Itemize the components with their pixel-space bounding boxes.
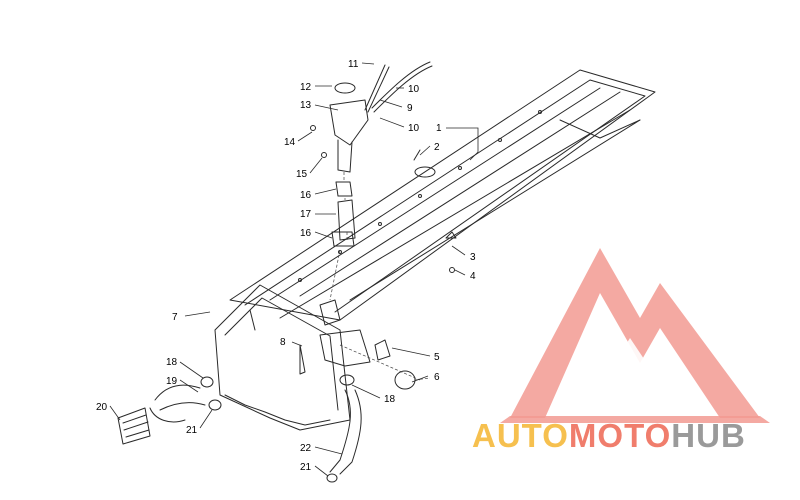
lower-hoses	[117, 374, 362, 483]
filler-neck-assembly	[319, 82, 369, 326]
callout-12: 12	[300, 82, 312, 93]
callout-14: 14	[284, 137, 296, 148]
bracket-parts	[299, 329, 431, 390]
watermark-word-auto: AUTO	[472, 417, 569, 454]
callout-8: 8	[280, 337, 286, 348]
callout-3: 3	[470, 252, 476, 263]
watermark-text: AUTOMOTOHUB	[472, 417, 746, 455]
callout-11: 11	[348, 59, 359, 70]
overflow-hoses	[364, 61, 433, 113]
callout-1: 1	[436, 123, 442, 134]
callout-18: 18	[166, 357, 178, 368]
callout-2: 2	[434, 142, 440, 153]
callout-9: 9	[407, 103, 413, 114]
watermark-word-hub: HUB	[671, 417, 746, 454]
callout-7: 7	[172, 312, 178, 323]
small-hardware	[310, 125, 457, 273]
callout-10: 10	[408, 84, 420, 95]
leader-lines	[109, 62, 479, 477]
watermark-logo-icon	[500, 248, 770, 423]
tunnel-assembly	[229, 69, 656, 321]
callout-19: 19	[166, 376, 178, 387]
callout-labels: 1 2 3 4 5 6 7 8 9 10 10 11 12 13 14 15 1…	[96, 59, 476, 473]
callout-22: 22	[300, 443, 312, 454]
callout-5: 5	[434, 352, 440, 363]
callout-16b: 16	[300, 228, 312, 239]
callout-21b: 21	[300, 462, 312, 473]
callout-6: 6	[434, 372, 440, 383]
callout-21: 21	[186, 425, 198, 436]
callout-15: 15	[296, 169, 308, 180]
callout-10b: 10	[408, 123, 420, 134]
callout-20: 20	[96, 402, 108, 413]
callout-17: 17	[300, 209, 312, 220]
heat-exchanger	[214, 284, 351, 431]
callout-13: 13	[300, 100, 312, 111]
watermark-word-moto: MOTO	[568, 417, 672, 454]
callout-18b: 18	[384, 394, 396, 405]
callout-16: 16	[300, 190, 312, 201]
callout-4: 4	[470, 271, 476, 282]
